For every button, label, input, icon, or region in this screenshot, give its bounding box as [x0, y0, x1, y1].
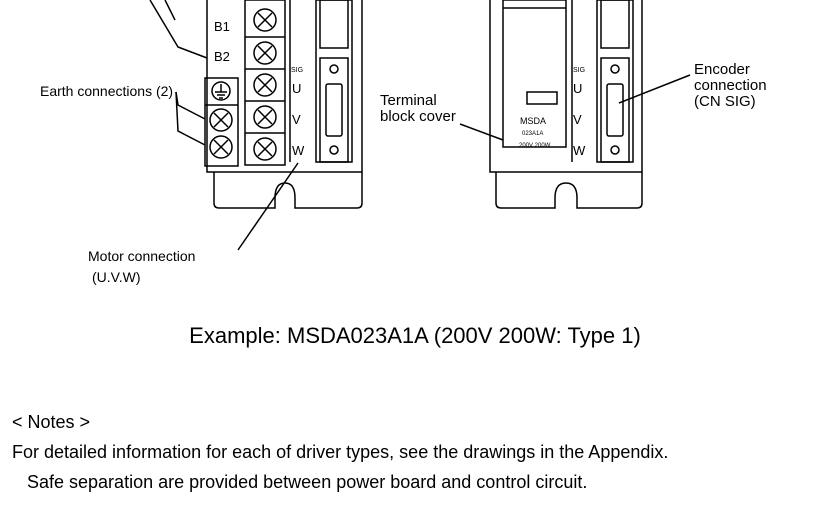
encoder-connection-label-2: connection [694, 77, 767, 94]
left-driver [149, 0, 363, 251]
terminal-b2-label: B2 [214, 49, 230, 64]
left-phase-u: U [292, 81, 301, 96]
right-driver-labels: SIG U V W MSDA 023A1A 200V 200W Terminal… [380, 61, 767, 158]
terminal-b1-label: B1 [214, 19, 230, 34]
motor-connection-phases: (U.V.W) [92, 269, 140, 285]
terminal-cover-label-2: block cover [380, 108, 456, 125]
notes-heading: < Notes > [12, 412, 91, 432]
left-terminal-screws [253, 8, 277, 161]
model-name-label: MSDA [520, 116, 546, 126]
terminal-cover-label: Terminal [380, 92, 437, 109]
model-rating-label: 200V 200W [519, 143, 551, 149]
left-phase-v: V [292, 112, 301, 127]
right-driver [459, 0, 691, 209]
notes-line-appendix: For detailed information for each of dri… [12, 442, 669, 462]
model-code-label: 023A1A [522, 131, 543, 137]
diagram-caption: Example: MSDA023A1A (200V 200W: Type 1) [189, 323, 641, 348]
motor-connection-label: Motor connection [88, 248, 195, 264]
notes-line-safe-separation: Safe separation are provided between pow… [27, 472, 588, 492]
right-phase-w: W [573, 143, 586, 158]
left-phase-w: W [292, 143, 305, 158]
encoder-connection-label-3: (CN SIG) [694, 93, 756, 110]
left-driver-labels: B1 B2 Earth connections (2) SIG U V W Mo… [40, 19, 305, 285]
left-sig-label: SIG [291, 67, 303, 74]
encoder-connection-label: Encoder [694, 61, 750, 78]
right-sig-label: SIG [573, 67, 585, 74]
earth-connections-label: Earth connections (2) [40, 83, 173, 99]
right-phase-u: U [573, 81, 582, 96]
earth-terminal-screws [209, 81, 233, 159]
right-phase-v: V [573, 112, 582, 127]
